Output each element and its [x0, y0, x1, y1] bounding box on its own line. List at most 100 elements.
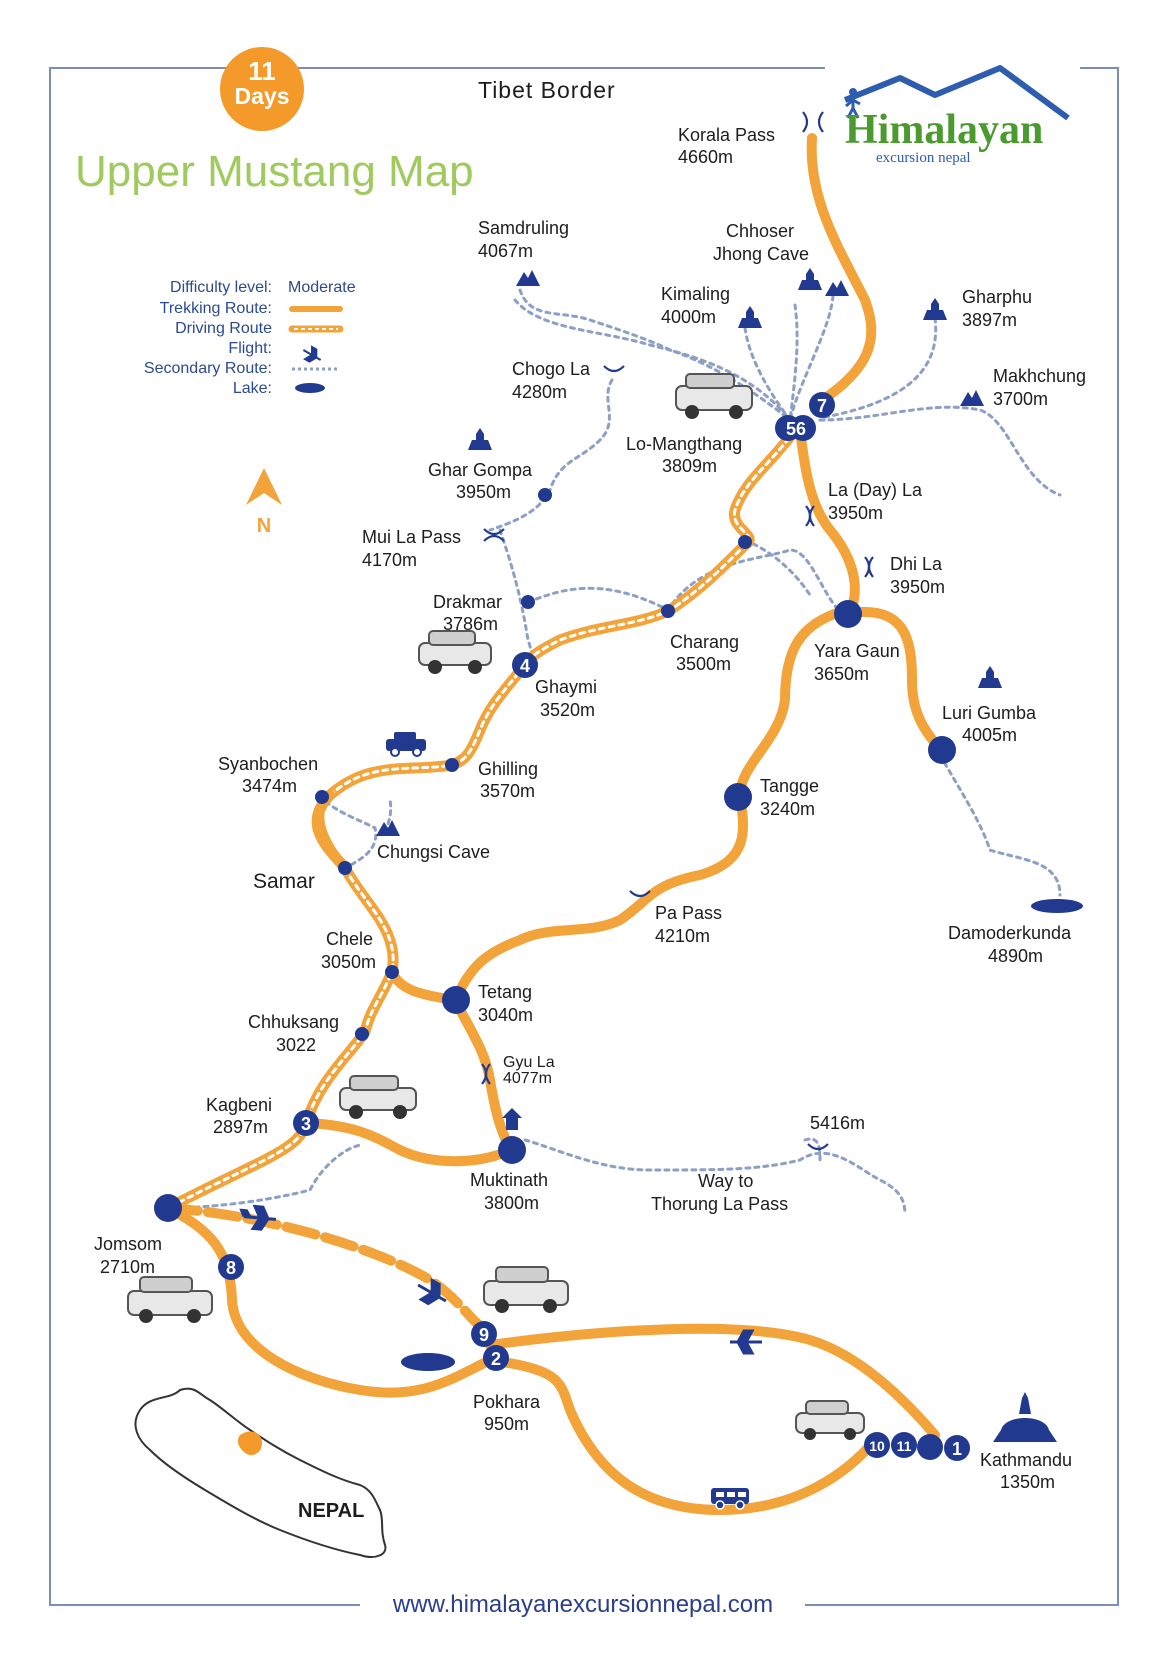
logo-gap — [825, 60, 1080, 80]
pass-icon — [483, 528, 505, 542]
gompa-icon — [468, 428, 492, 450]
days-number: 11 — [248, 56, 276, 86]
label-chhoser-name: Chhoser — [726, 221, 794, 241]
label-papass-alt: 4210m — [655, 926, 710, 946]
trekking-routes — [301, 133, 945, 1167]
cave-icon — [516, 270, 540, 286]
jeep-small-icon — [386, 732, 426, 757]
legend-lake-icon — [295, 383, 325, 393]
pass-icon — [805, 505, 815, 527]
inset-country-label: NEPAL — [298, 1500, 364, 1522]
label-muila-name: Mui La Pass — [362, 527, 461, 547]
node-yaragaun — [834, 600, 862, 628]
label-papass-name: Pa Pass — [655, 903, 722, 923]
lake-icon — [1031, 899, 1083, 913]
legend-trekking-label: Trekking Route: — [160, 300, 272, 317]
label-chhuksang-alt: 3022 — [276, 1035, 316, 1055]
pass-icon — [864, 556, 874, 578]
jeep-icon — [339, 1075, 417, 1119]
label-dhila-alt: 3950m — [890, 577, 945, 597]
label-lomangthang-alt: 3809m — [662, 456, 717, 476]
day-marker-3: 3 — [301, 1114, 311, 1134]
trek-kagbeni-muktinath — [301, 1118, 515, 1167]
airplane-icon — [239, 1204, 277, 1231]
label-damoderkunda-alt: 4890m — [988, 946, 1043, 966]
node-samar — [338, 861, 352, 875]
legend-lake-label: Lake: — [233, 380, 272, 397]
label-chungsi: Chungsi Cave — [377, 842, 490, 862]
label-lurigumba-name: Luri Gumba — [942, 703, 1037, 723]
trek-lomangthang-dhila-yara — [795, 425, 860, 617]
label-ghargompa-name: Ghar Gompa — [428, 460, 533, 480]
label-lomangthang-name: Lo-Mangthang — [626, 434, 742, 454]
day-marker-11: 11 — [897, 1438, 912, 1454]
label-dhila-name: Dhi La — [890, 554, 943, 574]
hiker-icon — [845, 88, 861, 119]
day-marker-2: 2 — [491, 1349, 501, 1369]
label-tangge-alt: 3240m — [760, 799, 815, 819]
label-ghaymi-name: Ghaymi — [535, 677, 597, 697]
airplane-icon — [417, 1277, 447, 1306]
legend-difficulty-label: Difficulty level: — [170, 279, 272, 296]
label-kathmandu-name: Kathmandu — [980, 1450, 1072, 1470]
day-marker-8: 8 — [226, 1258, 236, 1278]
gompa-icon — [978, 666, 1002, 688]
label-muila-alt: 4170m — [362, 550, 417, 570]
label-chhoser-sub: Jhong Cave — [713, 244, 809, 264]
cave-icon — [960, 390, 984, 406]
label-makhchung-alt: 3700m — [993, 389, 1048, 409]
day-marker-4: 4 — [520, 656, 530, 676]
pass-icon — [481, 1063, 491, 1085]
label-thorung-line1: Way to — [698, 1171, 753, 1191]
days-badge: 11 Days — [220, 47, 304, 131]
cave-icon — [825, 280, 849, 296]
label-jomsom-alt: 2710m — [100, 1257, 155, 1277]
label-chele-alt: 3050m — [321, 952, 376, 972]
legend-secondary-label: Secondary Route: — [144, 360, 272, 377]
label-samar: Samar — [253, 870, 315, 893]
label-ghilling-alt: 3570m — [480, 781, 535, 801]
label-chogo-name: Chogo La — [512, 359, 591, 379]
node-tangge — [724, 783, 752, 811]
vehicle-icons — [127, 373, 865, 1510]
label-chhuksang-name: Chhuksang — [248, 1012, 339, 1032]
trek-yara-tangge — [735, 607, 845, 800]
label-muktinath-name: Muktinath — [470, 1170, 548, 1190]
label-kathmandu-alt: 1350m — [1000, 1472, 1055, 1492]
node-chhuksang — [355, 1027, 369, 1041]
label-ladayla-alt: 3950m — [828, 503, 883, 523]
label-kimaling-alt: 4000m — [661, 307, 716, 327]
route-pokhara-kathmandu-road — [485, 1355, 880, 1515]
label-gyula-alt: 4077m — [503, 1070, 552, 1087]
legend-airplane-icon — [302, 345, 322, 363]
nepal-outline — [134, 1387, 387, 1558]
node-tetang — [442, 986, 470, 1014]
trek-tetang-muktinath — [450, 995, 515, 1153]
day-marker-9: 9 — [479, 1325, 489, 1345]
label-chele-name: Chele — [326, 929, 373, 949]
label-muktinath-alt: 3800m — [484, 1193, 539, 1213]
label-korala-name: Korala Pass — [678, 125, 775, 145]
label-samdruling-name: Samdruling — [478, 218, 569, 238]
label-pokhara-name: Pokhara — [473, 1392, 541, 1412]
north-arrow-icon — [246, 468, 282, 505]
node-charang — [661, 604, 675, 618]
days-label: Days — [235, 83, 290, 109]
secondary-routes — [166, 288, 1062, 1217]
label-tetang-alt: 3040m — [478, 1005, 533, 1025]
label-ghaymi-alt: 3520m — [540, 700, 595, 720]
label-jomsom-name: Jomsom — [94, 1234, 162, 1254]
temple-icon — [502, 1108, 522, 1130]
node-charang-junction — [738, 535, 752, 549]
label-charang-alt: 3500m — [676, 654, 731, 674]
label-ghilling-name: Ghilling — [478, 759, 538, 779]
label-samdruling-alt: 4067m — [478, 241, 533, 261]
footer-url: www.himalayanexcursionnepal.com — [392, 1591, 773, 1618]
label-gharphu-alt: 3897m — [962, 310, 1017, 330]
jeep-icon — [483, 1266, 569, 1313]
jeep-icon — [675, 373, 753, 419]
label-gyula-name: Gyu La — [503, 1054, 555, 1071]
node-ghargompa-junction — [538, 488, 552, 502]
label-tetang-name: Tetang — [478, 982, 532, 1002]
map-title: Upper Mustang Map — [75, 147, 474, 196]
